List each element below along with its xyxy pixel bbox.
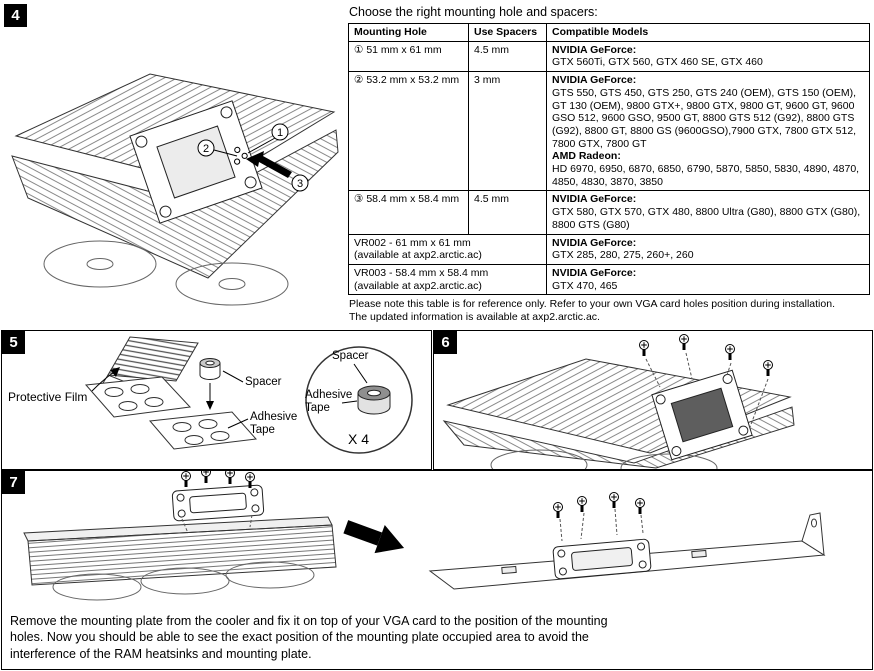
black-arrow-icon: [246, 151, 292, 178]
brand-label: AMD Radeon:: [552, 150, 621, 163]
models-list: GTX 470, 465: [552, 279, 618, 292]
header-compatible-models: Compatible Models: [546, 23, 870, 42]
table-row-vr003: VR003 - 58.4 mm x 58.4 mm (available at …: [348, 263, 870, 296]
cell-models: NVIDIA GeForce: GTX 470, 465: [546, 263, 870, 296]
cooler-side-view: [23, 516, 337, 601]
brand-label: NVIDIA GeForce:: [552, 266, 637, 279]
step-7-panel: 7: [1, 470, 873, 670]
table-note-line2: The updated information is available at …: [349, 311, 600, 324]
step-5-panel: 5: [1, 330, 432, 470]
cell-spacers: 4.5 mm: [468, 40, 547, 73]
cell-hole: ③ 58.4 mm x 58.4 mm: [348, 190, 469, 235]
card-mounting-plate: [552, 538, 652, 580]
step4-cooler-mounting-holes-illustration: 2 1 3: [11, 73, 339, 306]
cell-models: NVIDIA GeForce: GTS 550, GTS 450, GTS 25…: [546, 71, 870, 192]
step-6-panel: 6: [433, 330, 873, 470]
mounting-plate: [651, 369, 753, 461]
plate-screws-left: [180, 471, 256, 534]
adhesive-tape-label: Adhesive Tape: [250, 411, 298, 436]
table-note: Please note this table is for reference …: [349, 298, 871, 324]
cell-hole: ② 53.2 mm x 53.2 mm: [348, 71, 469, 192]
step6-screw-cooler-illustration: [442, 333, 795, 469]
brand-label: NVIDIA GeForce:: [552, 43, 637, 56]
table-note-line1: Please note this table is for reference …: [349, 298, 835, 311]
cell-hole: VR003 - 58.4 mm x 58.4 mm (available at …: [348, 263, 547, 296]
cell-hole: VR002 - 61 mm x 61 mm (available at axp2…: [348, 233, 547, 265]
spacer-quantity-label: X 4: [348, 431, 370, 447]
vr003-size: VR003 - 58.4 mm x 58.4 mm: [354, 266, 489, 279]
brand-label: NVIDIA GeForce:: [552, 236, 637, 249]
table-row-hole-3: ③ 58.4 mm x 58.4 mm 4.5 mm NVIDIA GeForc…: [348, 190, 870, 235]
table-row-hole-2: ② 53.2 mm x 53.2 mm 3 mm NVIDIA GeForce:…: [348, 71, 870, 192]
callout-1-label: 1: [277, 127, 283, 139]
step-7-badge: 7: [2, 471, 25, 494]
step7-mounting-plate-transfer-illustration: [23, 471, 826, 601]
screws: [638, 333, 774, 428]
header-use-spacers: Use Spacers: [468, 23, 547, 42]
vr003-availability: (available at axp2.arctic.ac): [354, 279, 482, 292]
models-list: GTS 550, GTS 450, GTS 250, GTS 240 (OEM)…: [552, 86, 857, 150]
cell-models: NVIDIA GeForce: GTX 580, GTX 570, GTX 48…: [546, 190, 870, 235]
callout-2-label: 2: [203, 143, 209, 155]
spacer-part: [199, 358, 221, 380]
vr002-size: VR002 - 61 mm x 61 mm: [354, 236, 471, 249]
step5-spacer-film-illustration: [84, 336, 413, 454]
cell-models: NVIDIA GeForce: GTX 560Ti, GTX 560, GTX …: [546, 40, 870, 73]
table-intro-text: Choose the right mounting hole and space…: [349, 5, 598, 19]
models-list: HD 6970, 6950, 6870, 6850, 6790, 5870, 5…: [552, 163, 860, 188]
step-4-badge: 4: [4, 4, 27, 27]
mounting-table-section: Choose the right mounting hole and space…: [348, 5, 871, 324]
cell-spacers: 3 mm: [468, 71, 547, 192]
zoom-adhesive-tape-label: Adhesive Tape: [305, 389, 353, 414]
mounting-hole-table: Mounting Hole Use Spacers Compatible Mod…: [348, 23, 870, 296]
plate-screws-right: [552, 491, 646, 542]
header-mounting-hole: Mounting Hole: [348, 23, 469, 42]
spacer-label: Spacer: [245, 376, 282, 388]
step-5-badge: 5: [2, 331, 25, 354]
cell-models: NVIDIA GeForce: GTX 285, 280, 275, 260+,…: [546, 233, 870, 265]
zoom-spacer-label: Spacer: [332, 350, 369, 362]
leader-arrows: [91, 367, 249, 429]
mounting-plate-exploded: [171, 484, 265, 522]
zoom-detail-circle: [305, 346, 413, 454]
models-list: GTX 285, 280, 275, 260+, 260: [552, 249, 694, 262]
brand-label: NVIDIA GeForce:: [552, 74, 637, 87]
step-7-instructions: Remove the mounting plate from the coole…: [10, 614, 608, 661]
models-list: GTX 580, GTX 570, GTX 480, 8800 Ultra (G…: [552, 206, 861, 231]
protective-film-label: Protective Film: [8, 390, 88, 404]
table-header-row: Mounting Hole Use Spacers Compatible Mod…: [348, 23, 870, 42]
models-list: GTX 560Ti, GTX 560, GTX 460 SE, GTX 460: [552, 56, 763, 69]
vr002-availability: (available at axp2.arctic.ac): [354, 249, 482, 262]
transfer-arrow-icon: [343, 520, 405, 554]
hole-callouts: 2 1 3: [197, 123, 309, 192]
cell-hole: ① 51 mm x 61 mm: [348, 40, 469, 73]
brand-label: NVIDIA GeForce:: [552, 193, 637, 206]
mounting-plate: [129, 100, 263, 224]
step-6-badge: 6: [434, 331, 457, 354]
table-row-hole-1: ① 51 mm x 61 mm 4.5 mm NVIDIA GeForce: G…: [348, 40, 870, 73]
callout-3-label: 3: [297, 178, 303, 190]
protective-film-sheets: [84, 336, 258, 450]
cell-spacers: 4.5 mm: [468, 190, 547, 235]
table-row-vr002: VR002 - 61 mm x 61 mm (available at axp2…: [348, 233, 870, 265]
